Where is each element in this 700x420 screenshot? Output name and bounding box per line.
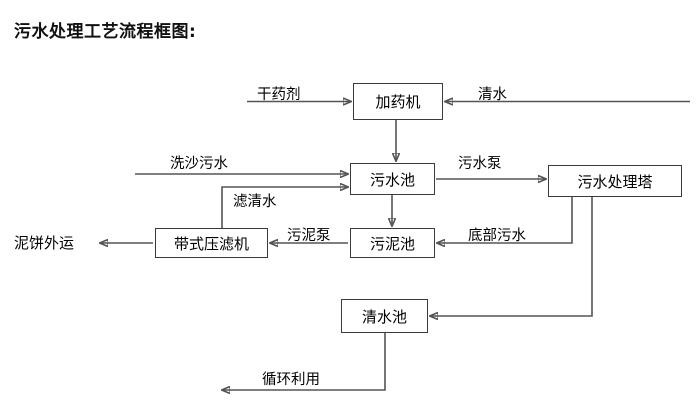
edge-clean-water-pool-to-recycle-use: [222, 333, 386, 390]
edge-label-recycle-use: 循环利用: [262, 372, 320, 388]
edge-label-sewage-pump: 污水泵: [458, 156, 502, 172]
edge-label-clean-water-in: 清水: [478, 87, 507, 103]
edge-label-sludge-pump: 污泥泵: [287, 228, 331, 244]
node-treatment-tower-label: 污水处理塔: [577, 172, 653, 191]
node-dosing-machine[interactable]: 加药机: [353, 83, 443, 120]
node-wastewater-pool-label: 污水池: [369, 170, 415, 189]
edge-label-filtered-water: 滤清水: [233, 194, 277, 210]
edge-label-dry-agent: 干药剂: [257, 87, 301, 103]
node-clean-water-pool-label: 清水池: [361, 307, 407, 326]
node-wastewater-pool[interactable]: 污水池: [350, 163, 435, 195]
edge-label-bottom-sewage: 底部污水: [468, 228, 526, 244]
edge-filtered-water-to-wastewater-pool: [221, 187, 348, 228]
edge-label-sand-wash-sewage: 洗沙污水: [170, 156, 228, 172]
node-belt-filter-press-label: 带式压滤机: [173, 234, 249, 253]
node-sludge-pool[interactable]: 污泥池: [350, 228, 435, 258]
edge-bottom-sewage-to-sludge-pool: [437, 197, 573, 243]
node-dosing-machine-label: 加药机: [375, 93, 421, 111]
node-sludge-pool-label: 污泥池: [369, 234, 415, 253]
node-clean-water-pool[interactable]: 清水池: [341, 299, 428, 333]
terminal-label-mud-cake-out: 泥饼外运: [14, 234, 75, 252]
edge-treatment-tower-to-clean-water-pool: [430, 197, 593, 316]
page-title: 污水处理工艺流程框图:: [14, 22, 197, 42]
node-belt-filter-press[interactable]: 带式压滤机: [155, 228, 268, 258]
node-treatment-tower[interactable]: 污水处理塔: [548, 165, 682, 197]
